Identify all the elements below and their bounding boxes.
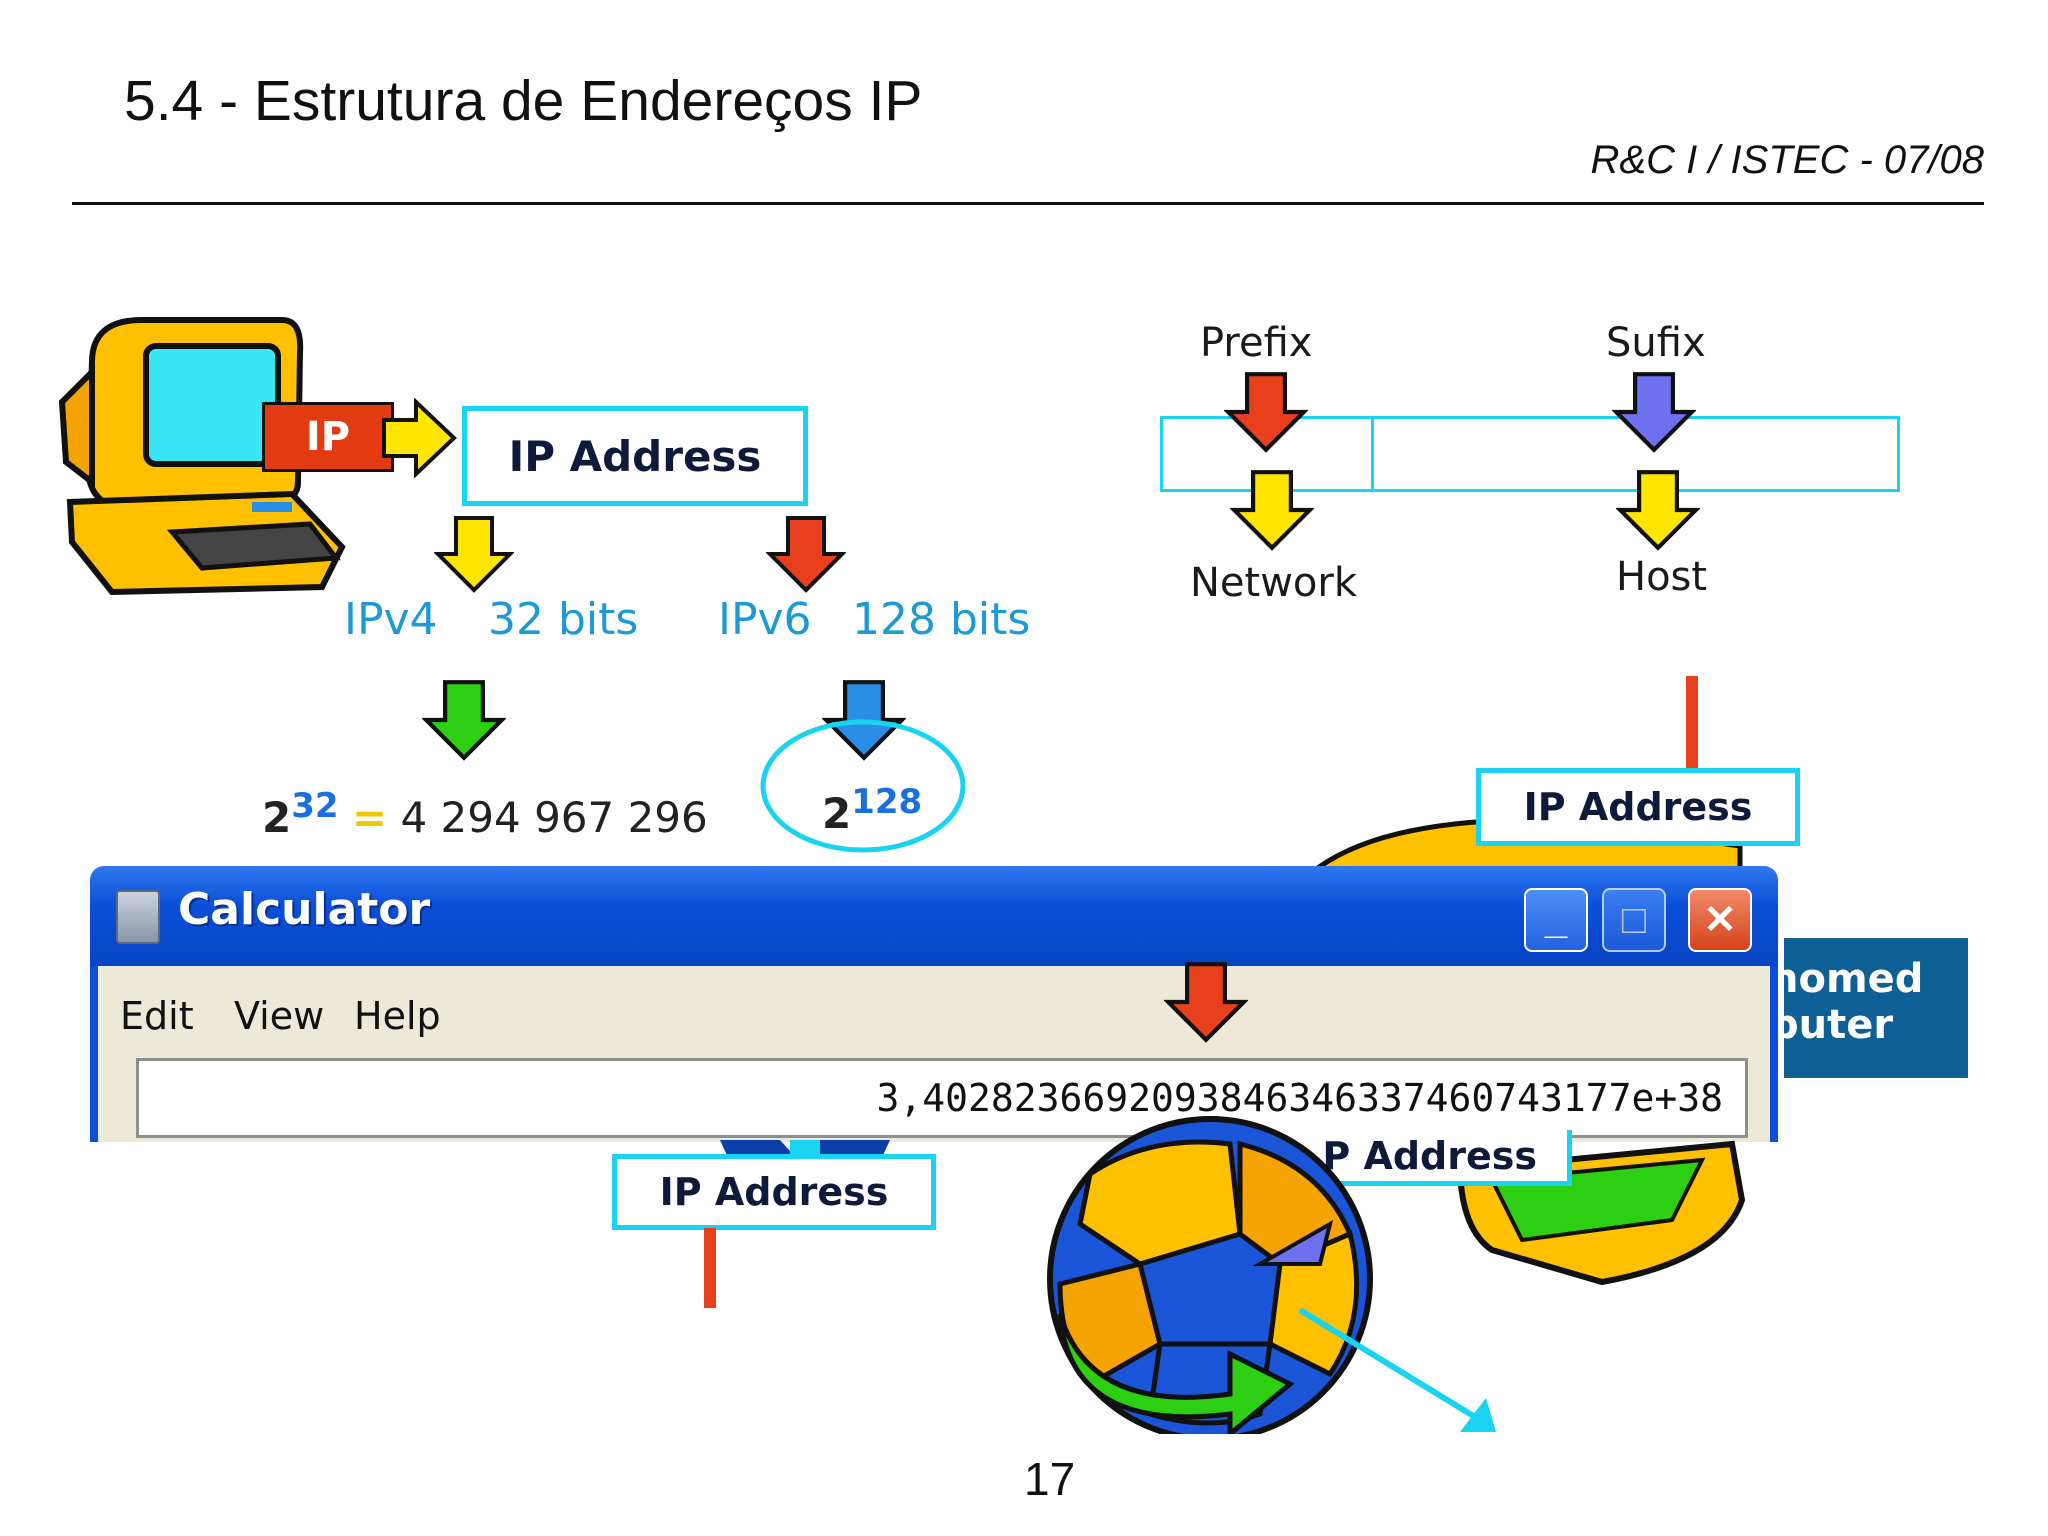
arrow-down-green-icon (422, 680, 506, 761)
prefix-sufix-divider (1371, 419, 1374, 489)
computer-icon (58, 317, 346, 596)
menu-edit-label: Edit (120, 994, 194, 1038)
connector-line (1686, 676, 1698, 770)
connector-line (704, 1228, 716, 1308)
calculator-title: Calculator (178, 884, 431, 935)
ip-address-label: IP Address (659, 1170, 889, 1214)
equals-sign: = (351, 793, 388, 842)
ip-address-box-right: IP Address (1476, 768, 1800, 846)
dark-box-line1: nomed (1784, 956, 1924, 1002)
pow32-exponent: 32 (291, 786, 339, 826)
menu-edit[interactable]: Edit (120, 994, 194, 1038)
ip-address-label: IP Address (1523, 785, 1753, 829)
minimize-button[interactable]: _ (1524, 888, 1588, 952)
arrow-right-icon (382, 398, 457, 478)
pow32-value: 4 294 967 296 (400, 793, 708, 842)
dark-box-line2: puter (1784, 1002, 1894, 1048)
sufix-label: Sufix (1606, 320, 1706, 366)
pow128-expression: 2128 (822, 782, 922, 838)
ip-address-label: IP Address (508, 431, 762, 481)
slide-title: 5.4 - Estrutura de Endereços IP (124, 69, 923, 133)
host-label: Host (1616, 554, 1708, 600)
calculator-window[interactable]: Calculator _ □ ✕ Edit View Help 3,402823… (90, 866, 1778, 1142)
pow32-expression: 232 = 4 294 967 296 (262, 786, 708, 842)
calculator-display[interactable]: 3,4028236692093846346337460743177e+38 (136, 1058, 1748, 1138)
close-button[interactable]: ✕ (1688, 888, 1752, 952)
globe-icon (1047, 1116, 1373, 1434)
ip-address-box: IP Address (462, 406, 808, 506)
calculator-titlebar[interactable]: Calculator _ □ ✕ (90, 866, 1778, 966)
ipv4-label: IPv4 (344, 594, 438, 645)
highlight-ellipse (760, 719, 966, 853)
menu-help[interactable]: Help (354, 994, 441, 1038)
menu-view[interactable]: View (234, 994, 324, 1038)
prefix-label: Prefix (1200, 320, 1313, 366)
ip-address-box-bottom: IP Address (612, 1154, 936, 1230)
close-icon: ✕ (1703, 898, 1737, 942)
ip-badge-label: IP (305, 414, 351, 460)
header-divider (72, 202, 1984, 205)
arrow-down-yellow-icon (434, 516, 514, 593)
pow128-exponent: 128 (851, 782, 923, 822)
ip-badge: IP (262, 402, 394, 472)
calculator-body: Edit View Help 3,40282366920938463463374… (90, 962, 1778, 1142)
menu-view-label: View (234, 994, 325, 1038)
ipv6-label: IPv6 (718, 594, 812, 645)
arrow-down-red-icon (766, 516, 846, 593)
network-label: Network (1190, 560, 1358, 606)
arrow-down-yellow-icon (1230, 470, 1314, 551)
minimize-icon: _ (1544, 897, 1568, 942)
maximize-icon: □ (1621, 897, 1647, 942)
menu-help-label: Help (354, 994, 441, 1038)
address-structure-bar (1160, 416, 1900, 492)
arrow-down-purple-icon (1612, 372, 1696, 453)
pow128-base: 2 (822, 789, 852, 838)
named-computer-box: nomed puter (1784, 938, 1968, 1078)
arrow-diagonal-icon (1298, 1307, 1496, 1432)
arrow-down-red-icon (1224, 372, 1308, 453)
ipv4-bits-label: 32 bits (488, 594, 639, 645)
calculator-icon (116, 890, 160, 944)
slide-subtitle: R&C I / ISTEC - 07/08 (1590, 138, 1984, 182)
ip-address-label: P Address (1322, 1133, 1537, 1178)
page-number: 17 (1024, 1453, 1076, 1505)
arrow-down-yellow-icon (1616, 470, 1700, 551)
arrow-down-red-icon (1164, 962, 1248, 1043)
maximize-button[interactable]: □ (1602, 888, 1666, 952)
pow32-base: 2 (262, 793, 292, 842)
ipv6-bits-label: 128 bits (852, 594, 1031, 645)
